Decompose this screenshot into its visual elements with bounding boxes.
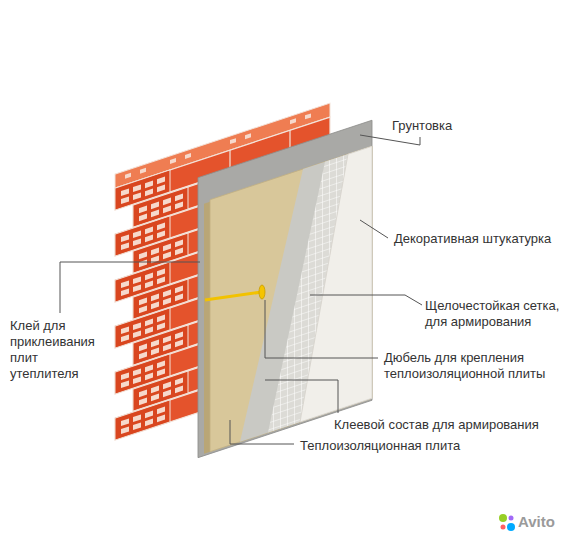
callout-label: Декоративная штукатурка xyxy=(392,231,553,247)
watermark-logo xyxy=(499,514,515,531)
callout-label: Щелочестойкая сетка, для армирования xyxy=(423,298,567,330)
dowel-shaft xyxy=(205,292,262,300)
dowel-cap xyxy=(259,285,265,299)
watermark: Avito xyxy=(516,514,557,530)
callout-label: Клей для приклеивания плит утеплителя xyxy=(8,318,110,382)
callout-label: Клеевой состав для армирования xyxy=(332,417,541,433)
callout-label: Дюбель для крепления теплоизоляционной п… xyxy=(382,350,564,382)
leader-lines xyxy=(60,135,422,444)
callout-label: Теплоизоляционная плита xyxy=(298,438,462,454)
callout-label: Грунтовка xyxy=(390,118,454,134)
